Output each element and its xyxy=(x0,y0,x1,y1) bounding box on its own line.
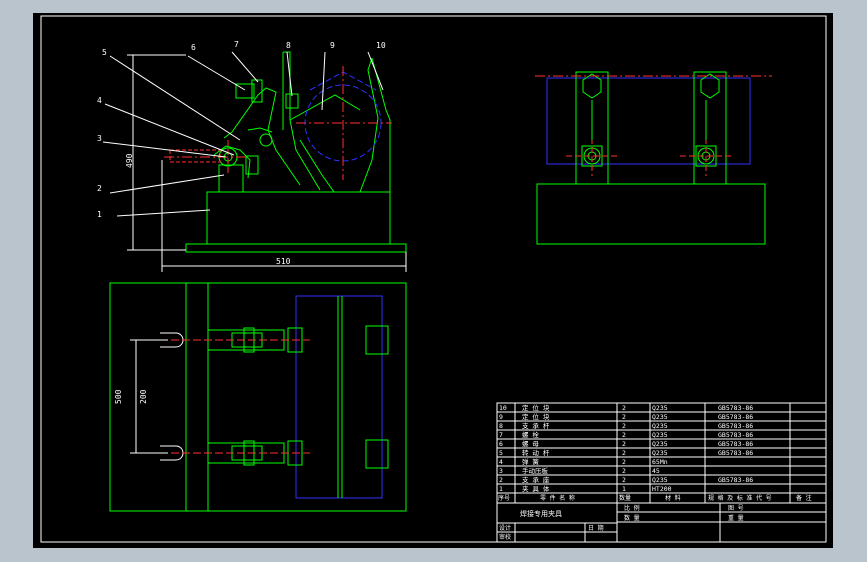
parts-cell-material: Q235 xyxy=(652,431,668,439)
parts-cell-material: Q235 xyxy=(652,422,668,430)
parts-cell-name: 定 位 块 xyxy=(522,412,550,421)
parts-cell-qty: 2 xyxy=(622,449,626,457)
callout-1: 1 xyxy=(97,210,102,219)
parts-cell-no: 2 xyxy=(499,476,503,484)
parts-cell-no: 4 xyxy=(499,458,503,466)
top-view xyxy=(109,282,407,512)
parts-cell-no: 1 xyxy=(499,485,503,493)
parts-cell-qty: 2 xyxy=(622,476,626,484)
parts-header-note: 备 注 xyxy=(796,494,812,502)
parts-cell-material: Q235 xyxy=(652,476,668,484)
front-view xyxy=(102,51,407,272)
parts-cell-material: HT200 xyxy=(652,485,672,493)
parts-cell-standard: GB5783-86 xyxy=(718,449,753,457)
parts-cell-name: 螺 母 xyxy=(522,439,539,448)
parts-cell-material: 65Mn xyxy=(652,458,668,466)
drawing-area xyxy=(33,13,833,548)
parts-cell-standard: GB5783-86 xyxy=(718,422,753,430)
side-view xyxy=(535,71,772,245)
parts-cell-name: 支 承 杆 xyxy=(522,421,550,430)
parts-cell-no: 6 xyxy=(499,440,503,448)
parts-cell-name: 手动压板 xyxy=(522,466,549,475)
parts-cell-name: 夹 具 体 xyxy=(522,484,550,493)
parts-cell-name: 定 位 块 xyxy=(522,403,550,412)
parts-cell-material: Q235 xyxy=(652,449,668,457)
parts-cell-material: Q235 xyxy=(652,413,668,421)
parts-cell-standard: GB5783-86 xyxy=(718,413,753,421)
callout-3: 3 xyxy=(97,134,102,143)
parts-header-standard: 规 格 及 标 准 代 号 xyxy=(708,494,772,502)
callout-9: 9 xyxy=(330,41,335,50)
parts-cell-no: 7 xyxy=(499,431,503,439)
drawing-border xyxy=(40,15,827,543)
dimension-height: 490 xyxy=(125,153,134,168)
parts-cell-material: 45 xyxy=(652,467,660,475)
callout-4: 4 xyxy=(97,96,102,105)
parts-cell-standard: GB5783-86 xyxy=(718,440,753,448)
count-label: 数 量 xyxy=(624,514,640,522)
scale-label: 比 例 xyxy=(624,504,640,512)
checker-label: 审校 xyxy=(499,533,511,541)
callout-2: 2 xyxy=(97,184,102,193)
parts-cell-name: 螺 栓 xyxy=(522,430,539,439)
callout-5: 5 xyxy=(102,48,107,57)
parts-cell-no: 9 xyxy=(499,413,503,421)
parts-cell-standard: GB5783-86 xyxy=(718,431,753,439)
parts-cell-qty: 2 xyxy=(622,440,626,448)
parts-cell-name: 支 承 座 xyxy=(522,475,550,484)
parts-cell-name: 转 动 杆 xyxy=(522,448,550,457)
parts-header-name: 零 件 名 称 xyxy=(540,494,575,502)
callout-7: 7 xyxy=(234,40,239,49)
parts-cell-qty: 2 xyxy=(622,422,626,430)
parts-cell-no: 5 xyxy=(499,449,503,457)
parts-cell-qty: 2 xyxy=(622,404,626,412)
parts-cell-name: 弹 簧 xyxy=(522,457,539,466)
date-label: 日 期 xyxy=(588,524,604,532)
parts-cell-material: Q235 xyxy=(652,404,668,412)
parts-cell-qty: 1 xyxy=(622,485,626,493)
callout-6: 6 xyxy=(191,43,196,52)
parts-header-material: 材 料 xyxy=(665,494,681,502)
parts-list-table xyxy=(496,402,827,543)
parts-cell-no: 10 xyxy=(499,404,507,412)
parts-header-qty: 数量 xyxy=(619,494,631,502)
dimension-length: 500 xyxy=(114,389,123,404)
callout-8: 8 xyxy=(286,41,291,50)
parts-cell-qty: 2 xyxy=(622,467,626,475)
dimension-spacing: 200 xyxy=(139,389,148,404)
parts-cell-standard: GB5783-86 xyxy=(718,404,753,412)
dimension-width: 510 xyxy=(276,257,291,266)
parts-cell-qty: 2 xyxy=(622,431,626,439)
parts-cell-qty: 2 xyxy=(622,413,626,421)
drawing-no-label: 图 号 xyxy=(728,505,744,512)
parts-cell-material: Q235 xyxy=(652,440,668,448)
parts-cell-qty: 2 xyxy=(622,458,626,466)
parts-cell-no: 8 xyxy=(499,422,503,430)
parts-header-no: 序号 xyxy=(498,494,510,502)
designer-label: 设计 xyxy=(499,524,511,532)
callout-10: 10 xyxy=(376,41,386,50)
parts-cell-no: 3 xyxy=(499,467,503,475)
weight-label: 重 量 xyxy=(728,514,744,522)
parts-cell-standard: GB5783-86 xyxy=(718,476,753,484)
drawing-title: 焊接专用夹具 xyxy=(520,509,562,518)
